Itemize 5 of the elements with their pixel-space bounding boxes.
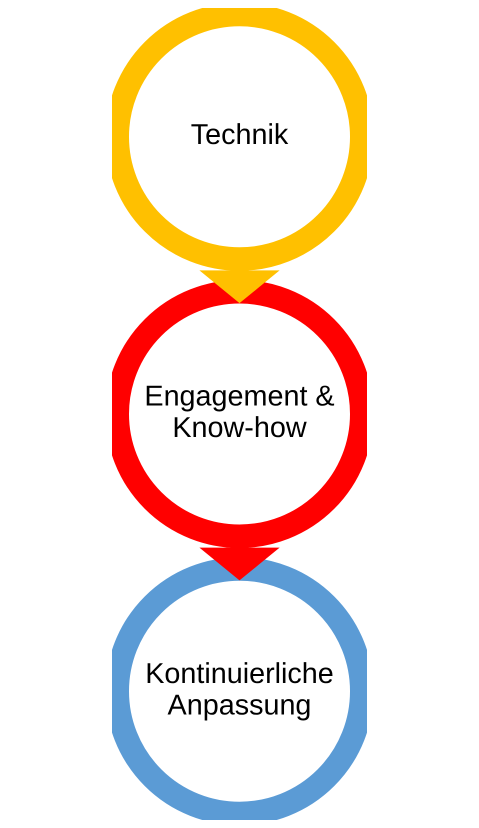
- node-circle: Technik: [112, 8, 367, 271]
- node-circle: Engagement & Know-how: [112, 280, 367, 548]
- node-circle: Kontinuierliche Anpassung: [112, 557, 367, 820]
- arrow: [199, 548, 280, 580]
- arrow: [199, 270, 280, 304]
